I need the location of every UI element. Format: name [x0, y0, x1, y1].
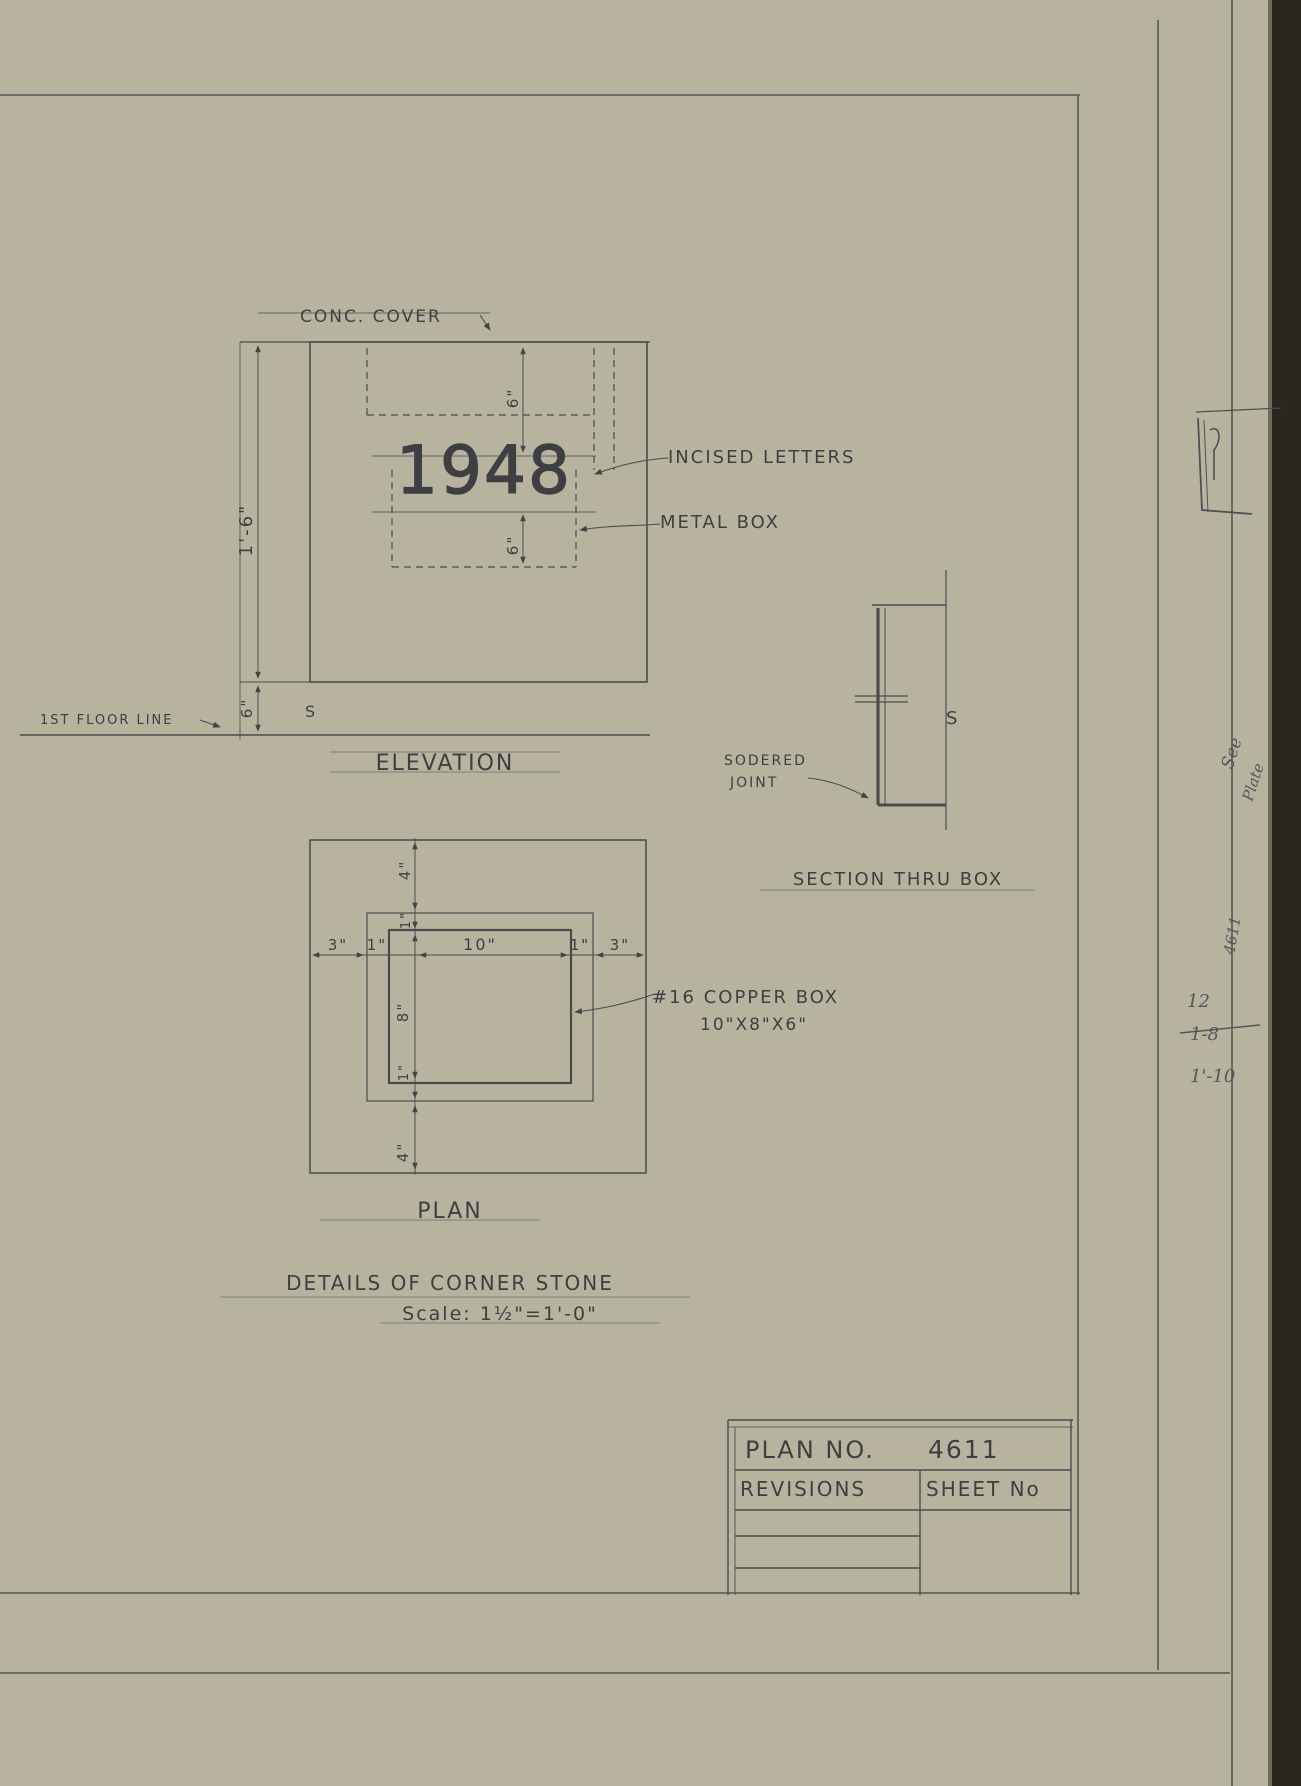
drawing-title: DETAILS OF CORNER STONE	[286, 1271, 614, 1295]
scan-edge	[1268, 0, 1301, 1786]
margin-sketch	[1195, 407, 1282, 515]
dim-plan-top: 4"	[396, 860, 414, 880]
margin-plan-number: 4611	[1220, 915, 1245, 957]
margin-calc-1: 12	[1187, 991, 1210, 1012]
plan-label: PLAN	[417, 1199, 483, 1224]
dim-plan-left-wall: 1"	[367, 936, 387, 954]
revisions-label: REVISIONS	[740, 1477, 866, 1501]
elevation-label: ELEVATION	[376, 751, 515, 776]
svg-text:S: S	[305, 702, 317, 721]
sodered-note-line1: SODERED	[724, 753, 807, 769]
title-block-grid	[727, 1419, 1073, 1595]
dim-plan-depth: 8"	[394, 1002, 412, 1022]
stone-outline	[309, 341, 648, 683]
margin-plate-note: Plate	[1238, 761, 1267, 804]
dim-box-height: 6"	[504, 535, 522, 555]
dim-plan-bottom-wall: 1"	[397, 1063, 412, 1081]
plan-view	[309, 838, 656, 1221]
margin-calc-3: 1'-10	[1190, 1066, 1235, 1087]
first-floor-line-note: 1ST FLOOR LINE	[40, 713, 174, 728]
year-incised-letters: 1948	[396, 432, 572, 509]
cover-dashed	[366, 348, 615, 470]
sheet-no-label: SHEET No	[926, 1477, 1041, 1501]
title-underlines	[220, 1296, 690, 1324]
svg-text:S: S	[946, 708, 959, 729]
dim-plan-bottom: 4"	[394, 1142, 412, 1162]
margin-see-note: See	[1218, 735, 1247, 771]
sheet-border	[0, 0, 1233, 1786]
dim-plan-right-wall: 1"	[570, 936, 590, 954]
plan-no-label: PLAN NO.	[745, 1436, 875, 1464]
metal-box-dashed	[391, 470, 577, 568]
margin-calc-2: 1-8	[1190, 1024, 1219, 1045]
dim-plan-top-wall: 1"	[399, 911, 414, 929]
sodered-note-line2: JOINT	[729, 775, 778, 791]
dim-plan-left: 3"	[328, 936, 348, 954]
drawing-scale: Scale: 1½"=1'-0"	[402, 1303, 598, 1325]
dim-plan-width: 10"	[463, 935, 497, 954]
section-view: S	[760, 570, 1035, 891]
dim-plan-right: 3"	[610, 936, 630, 954]
section-thru-box-label: SECTION THRU BOX	[793, 869, 1003, 890]
conc-cover-note: CONC. COVER	[300, 307, 442, 327]
plan-no-value: 4611	[928, 1435, 1000, 1464]
elevation-view: S	[20, 312, 669, 773]
dim-below-floor: 6"	[238, 698, 256, 718]
metal-box-note: METAL BOX	[660, 512, 780, 533]
dim-cover-depth: 6"	[504, 388, 522, 408]
copper-box-size: 10"X8"X6"	[700, 1015, 808, 1035]
incised-letters-note: INCISED LETTERS	[668, 447, 855, 468]
copper-box-note: #16 COPPER BOX	[652, 987, 839, 1008]
dim-total-height: 1'-6"	[236, 504, 257, 557]
